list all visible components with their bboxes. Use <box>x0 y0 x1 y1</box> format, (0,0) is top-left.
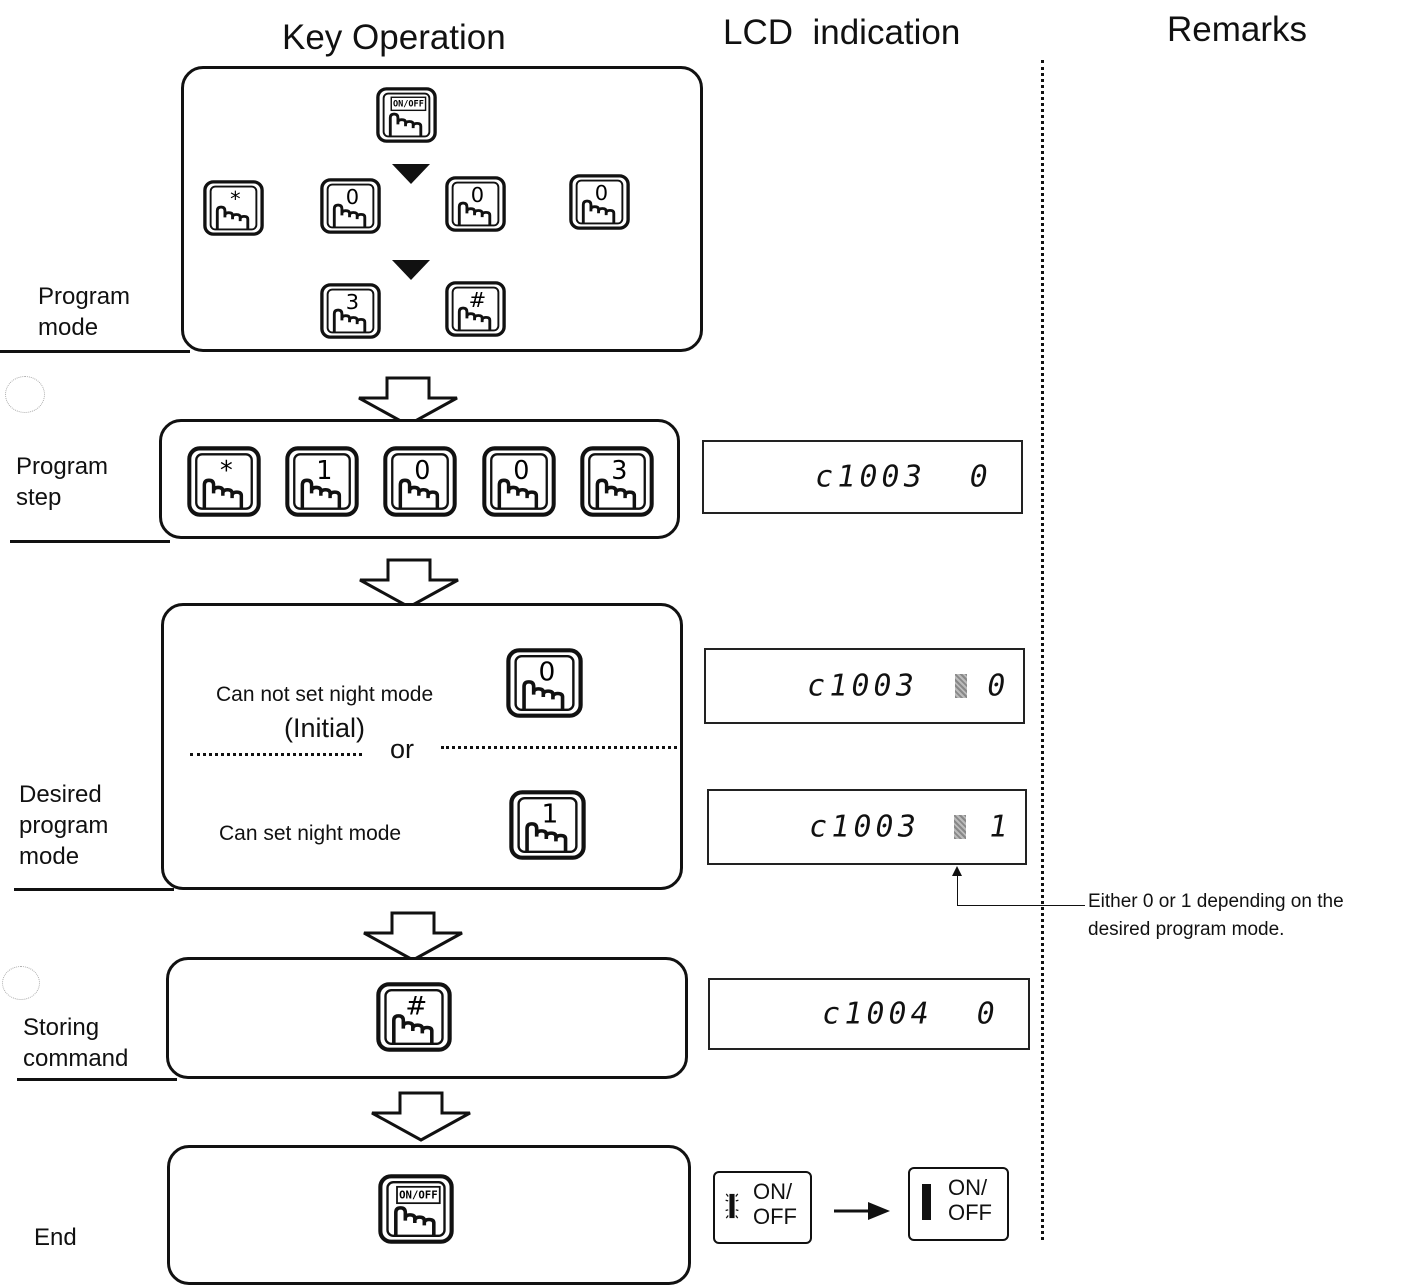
on-off-key[interactable]: ON/OFF <box>378 1174 454 1244</box>
remark-note: Either 0 or 1 depending on the desired p… <box>1088 891 1344 940</box>
lcd-display: c1003 0 <box>704 648 1025 724</box>
initial-note: (Initial) <box>284 713 366 743</box>
star-key[interactable]: * <box>203 180 264 236</box>
key-label: 3 <box>611 456 627 486</box>
key-label: * <box>220 456 233 486</box>
zero-key[interactable]: 0 <box>383 446 457 517</box>
key-label: # <box>469 288 487 312</box>
blinking-lamp-icon <box>725 1193 739 1219</box>
program-step-label: Program step <box>16 453 109 511</box>
key-icon: 0 <box>320 178 381 234</box>
key-icon: 3 <box>580 446 654 517</box>
on-off-lamp-steady: ON/ OFF <box>908 1167 1009 1241</box>
program-mode-baseline <box>0 350 190 353</box>
page-smudge <box>5 376 45 413</box>
one-key[interactable]: 1 <box>509 790 586 860</box>
on-off-lamp-blinking: ON/ OFF <box>713 1171 812 1244</box>
flow-arrow-icon <box>371 1091 471 1142</box>
key-icon: 0 <box>482 446 556 517</box>
page-smudge <box>2 966 40 1000</box>
key-icon: ON/OFF <box>378 1174 454 1244</box>
key-label: ON/OFF <box>399 1190 438 1202</box>
program-mode-label: Program mode <box>38 283 131 341</box>
zero-key[interactable]: 0 <box>506 648 583 718</box>
key-icon: 0 <box>383 446 457 517</box>
key-label: # <box>405 992 427 1022</box>
option-cannot-set-night-mode: Can not set night mode <box>216 683 434 706</box>
key-label: * <box>230 187 240 211</box>
key-label: 1 <box>316 456 332 486</box>
steady-lamp-icon <box>922 1184 931 1220</box>
flow-arrow-icon <box>363 911 463 962</box>
key-icon: 0 <box>569 174 630 230</box>
key-label: 0 <box>346 185 359 209</box>
leader-arrow-icon <box>952 866 962 876</box>
lcd-readout: c1003 <box>803 668 921 704</box>
option-separator <box>441 746 677 749</box>
key-label: 0 <box>414 456 430 486</box>
key-icon: # <box>376 982 452 1052</box>
key-label: 3 <box>346 290 359 314</box>
or-label: or <box>390 734 415 764</box>
zero-key[interactable]: 0 <box>445 176 506 232</box>
key-icon: 1 <box>285 446 359 517</box>
zero-key[interactable]: 0 <box>569 174 630 230</box>
key-label: 0 <box>595 181 608 205</box>
key-icon: 0 <box>506 648 583 718</box>
lcd-blink-cursor <box>954 815 966 839</box>
lcd-display: c1004 0 <box>708 978 1030 1050</box>
key-icon: * <box>187 446 261 517</box>
key-label: ON/OFF <box>393 99 424 109</box>
three-key[interactable]: 3 <box>580 446 654 517</box>
sequence-arrow-icon <box>392 260 430 280</box>
key-operation-header: Key Operation <box>282 18 506 57</box>
remarks-divider <box>1041 60 1044 1240</box>
desired-program-mode-label: Desired program mode <box>19 781 109 870</box>
storing-command-label: Storing command <box>23 1014 129 1072</box>
zero-key[interactable]: 0 <box>320 178 381 234</box>
key-icon: * <box>203 180 264 236</box>
key-label: 0 <box>471 183 484 207</box>
lcd-readout: c1004 0 <box>818 996 1002 1032</box>
key-label: 0 <box>538 658 555 688</box>
leader-line <box>957 905 1085 906</box>
key-icon: # <box>445 281 506 337</box>
program-step-baseline <box>10 540 170 543</box>
zero-key[interactable]: 0 <box>482 446 556 517</box>
lcd-readout-value: 0 <box>983 668 1013 704</box>
lamp-label: ON/ OFF <box>948 1175 992 1225</box>
on-off-key[interactable]: ON/OFF <box>376 87 437 143</box>
lcd-indication-header: LCD indication <box>723 13 961 52</box>
desired-program-mode-baseline <box>14 888 174 891</box>
sequence-arrow-icon <box>392 164 430 184</box>
lcd-blink-cursor <box>955 674 967 698</box>
storing-command-baseline <box>17 1078 177 1081</box>
key-icon: 3 <box>320 283 381 339</box>
key-label: 0 <box>513 456 529 486</box>
one-key[interactable]: 1 <box>285 446 359 517</box>
remarks-header: Remarks <box>1167 10 1308 49</box>
star-key[interactable]: * <box>187 446 261 517</box>
leader-line <box>957 876 958 906</box>
three-key[interactable]: 3 <box>320 283 381 339</box>
option-separator <box>190 753 362 756</box>
right-arrow-icon <box>834 1202 890 1220</box>
flow-arrow-icon <box>359 558 459 609</box>
option-can-set-night-mode: Can set night mode <box>219 822 402 845</box>
key-icon: 0 <box>445 176 506 232</box>
end-label: End <box>34 1224 77 1251</box>
lcd-display: c1003 1 <box>707 789 1027 865</box>
lamp-label: ON/ OFF <box>753 1179 797 1229</box>
key-icon: 1 <box>509 790 586 860</box>
hash-key[interactable]: # <box>376 982 452 1052</box>
key-icon: ON/OFF <box>376 87 437 143</box>
lcd-display: c1003 0 <box>702 440 1023 514</box>
lcd-readout-value: 1 <box>985 809 1015 845</box>
lcd-readout: c1003 <box>805 809 923 845</box>
hash-key[interactable]: # <box>445 281 506 337</box>
lcd-readout: c1003 0 <box>811 459 995 495</box>
flow-arrow-icon <box>358 376 458 427</box>
key-label: 1 <box>541 800 558 830</box>
